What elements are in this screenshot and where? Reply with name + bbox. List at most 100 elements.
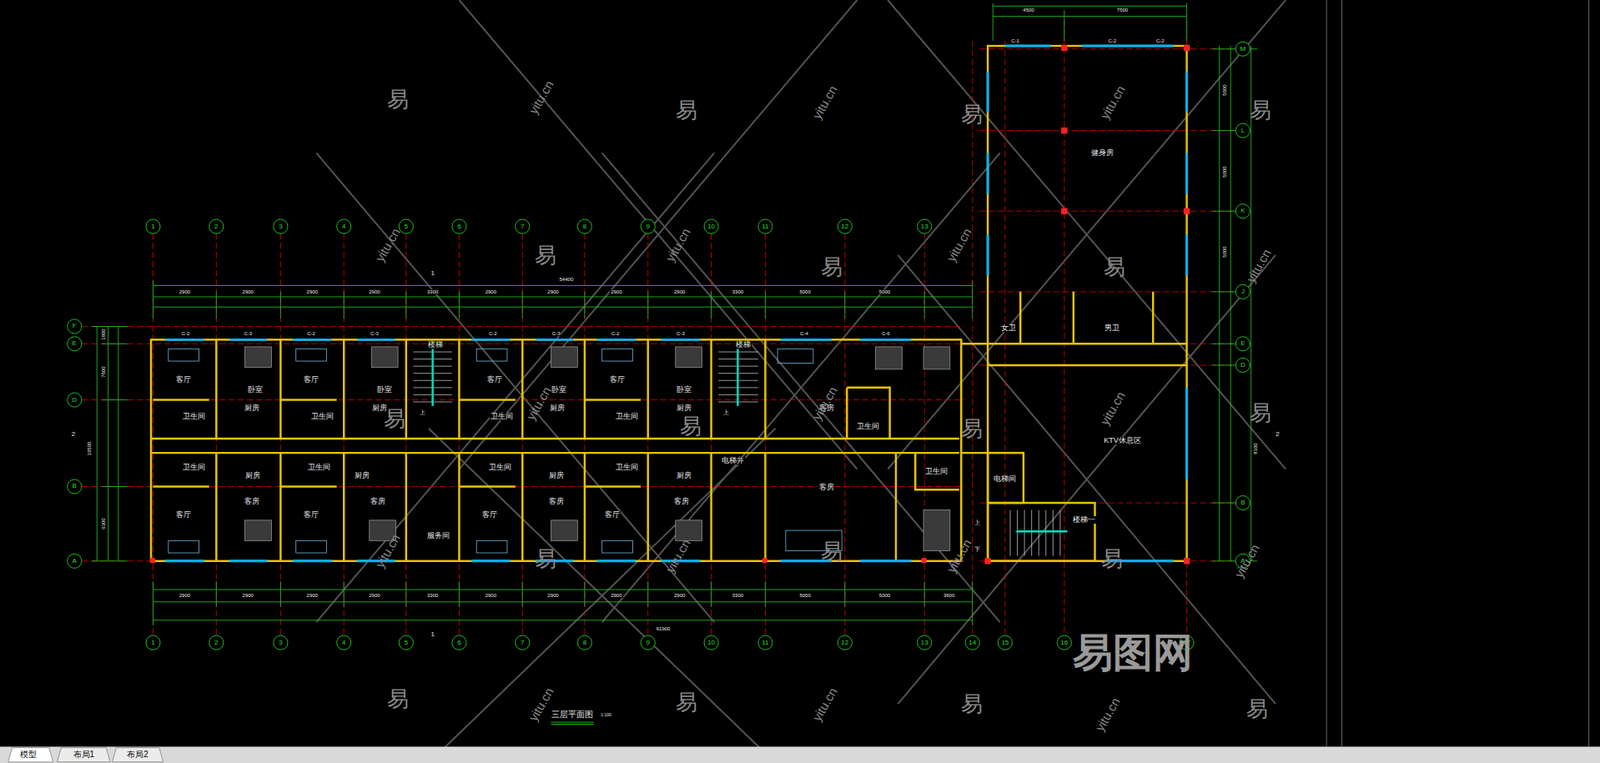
room-name: 客厅 (302, 511, 320, 519)
axis-letter: M (1239, 45, 1248, 53)
room-name: 客房 (369, 498, 387, 506)
room-label: 厨房 (548, 472, 565, 480)
room-label: 卧室 (246, 386, 264, 394)
title-underline (551, 722, 594, 725)
watermark: 易 (1100, 548, 1124, 570)
dimension: 5000 (878, 289, 891, 295)
watermark: yitu.cn (810, 684, 841, 725)
room-label: 卫生间 (306, 463, 332, 472)
dimension: 2900 (367, 289, 381, 295)
room-name: 卫生间 (924, 467, 949, 476)
drawing-title: 三层平面图 (551, 710, 594, 720)
watermark: 易 (820, 540, 844, 563)
watermark: yitu.cn (662, 536, 693, 576)
axis-letter: D (70, 397, 78, 404)
axis-number: 4 (341, 639, 347, 647)
room-label: 客厅 (302, 511, 320, 519)
axis-letter: J (1240, 288, 1246, 296)
room-name: 厨房 (353, 472, 371, 480)
room-name: 卫生间 (306, 463, 332, 472)
window-code: C-2 (1106, 38, 1117, 44)
watermark: 易 (960, 417, 984, 440)
dimension: 1800 (100, 328, 106, 342)
axis-number: 11 (760, 639, 770, 647)
scale-note: 1:100 (599, 713, 613, 718)
room-label: 厨房 (243, 404, 261, 413)
room-name: 客厅 (486, 376, 504, 384)
watermark: 易 (674, 691, 699, 714)
watermark: 易 (533, 244, 558, 267)
axis-number: 7 (519, 223, 525, 231)
axis-number: 16 (1059, 639, 1069, 647)
watermark: 易 (533, 548, 558, 570)
room-name: 卫生间 (310, 412, 335, 421)
furniture (245, 347, 951, 552)
watermark: yitu.cn (523, 383, 554, 423)
room-label: 客房 (369, 498, 387, 506)
room-name: 客房 (548, 498, 565, 506)
dimension: 8100 (1252, 442, 1258, 456)
axis-number: 10 (706, 639, 716, 647)
dimension: 2900 (178, 289, 192, 295)
axis-bubbles (67, 41, 1251, 650)
axis-number: 12 (840, 223, 850, 231)
dimension: 5000 (1222, 165, 1228, 178)
axis-number: 7 (519, 639, 525, 647)
watermark: yitu.cn (944, 536, 975, 576)
layout-tab: 布局2 (125, 750, 150, 760)
section-mark: 2 (70, 431, 76, 438)
room-label: 卫生间 (489, 412, 514, 421)
room-name: 厨房 (548, 404, 566, 413)
dimension: 7500 (100, 366, 106, 379)
axis-number: 8 (582, 223, 588, 231)
room-label: 客厅 (608, 376, 626, 384)
watermark: yitu.cn (525, 77, 556, 117)
dimension: 2900 (609, 593, 623, 599)
stair-direction: 上 (722, 409, 730, 416)
dimension: 3300 (731, 593, 745, 599)
room-name: 卫生间 (488, 463, 513, 472)
room-name: KTV休息区 (1102, 437, 1143, 445)
room-name: 厨房 (243, 404, 261, 413)
room-label: 厨房 (675, 472, 693, 480)
dimension: 3300 (426, 289, 439, 295)
room-label: 卫生间 (614, 412, 639, 421)
dimension: 2900 (609, 289, 623, 295)
dimension: 2900 (673, 593, 686, 599)
dimension: 61900 (655, 626, 672, 632)
watermark: 易 (386, 88, 410, 111)
room-name: 客厅 (481, 511, 499, 519)
section-mark: 2 (1274, 431, 1280, 438)
section-mark: 1 (429, 631, 435, 639)
dimension: 2900 (484, 289, 498, 295)
dimension: 3600 (942, 593, 956, 599)
watermark: yitu.cn (662, 225, 693, 265)
room-label: 客厅 (486, 376, 504, 384)
room-label: 客厅 (175, 511, 192, 519)
axis-letter: L (1240, 127, 1246, 135)
watermark: yitu.cn (944, 225, 975, 265)
axis-letter: E (71, 340, 78, 348)
room-name: 楼梯 (734, 341, 752, 349)
dimension: 3300 (426, 593, 439, 599)
dimension: 7500 (1116, 7, 1129, 13)
room-name: 厨房 (548, 472, 565, 480)
room-name: 服务间 (426, 532, 451, 540)
room-name: 卫生间 (614, 463, 639, 472)
axis-letter: F (71, 322, 78, 330)
watermark: yitu.cn (1096, 388, 1128, 428)
dimension: 5000 (878, 593, 891, 599)
window-code: C-1 (1010, 38, 1021, 44)
dimension: 54400 (558, 276, 575, 282)
window-code: C-3 (675, 331, 686, 337)
room-label: 卫生间 (181, 463, 207, 472)
room-name: 楼梯 (427, 341, 444, 349)
watermark: 易 (674, 99, 699, 121)
axis-number: 5 (403, 223, 409, 231)
watermark: yitu.cn (810, 82, 841, 122)
room-label: 女卫 (1000, 324, 1017, 333)
watermark-logo: 易图网 (1071, 633, 1194, 674)
axis-number: 10 (706, 223, 716, 231)
watermark: 易 (382, 407, 407, 430)
